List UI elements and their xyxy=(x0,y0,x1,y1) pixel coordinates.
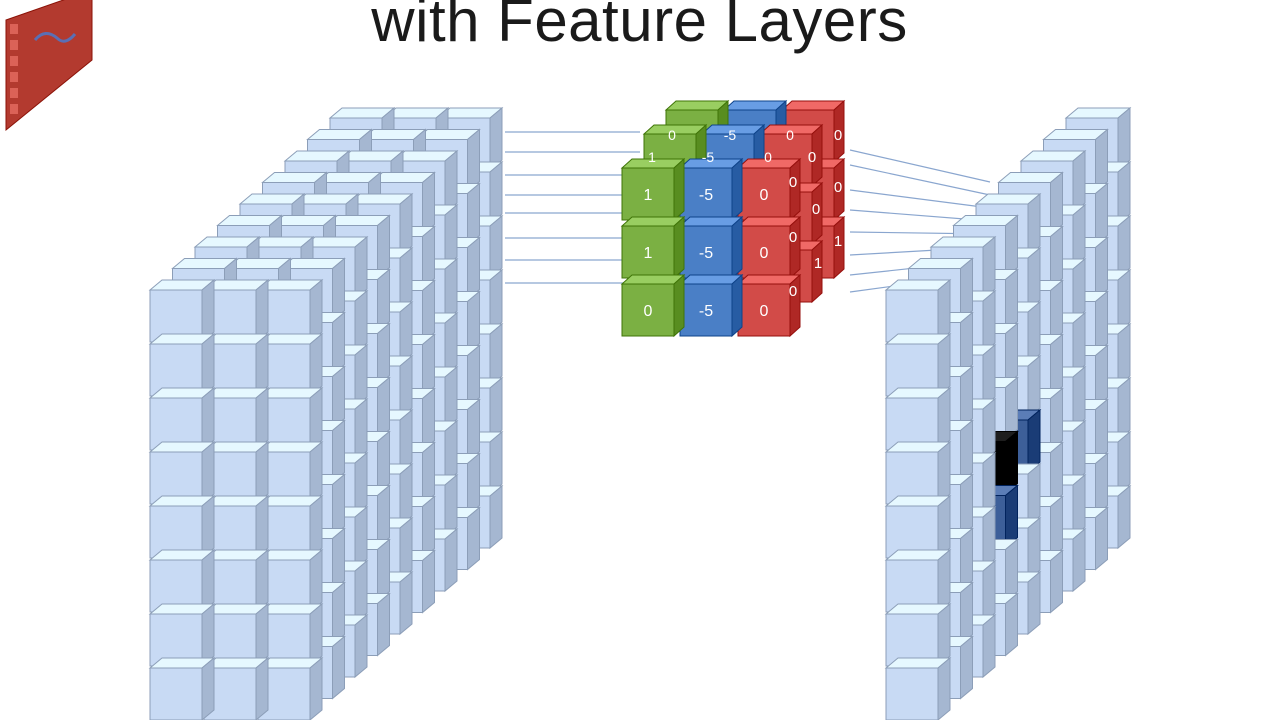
filter-top-value: 0 xyxy=(668,127,676,143)
filter-value: 1 xyxy=(644,245,653,262)
filter-cube: 1 xyxy=(620,215,686,280)
filter-side-value: 0 xyxy=(834,127,842,144)
feature-layer-cube xyxy=(884,656,952,720)
input-layer-stack xyxy=(148,106,504,720)
filter-value: 0 xyxy=(760,187,769,204)
filter-cube: 0 xyxy=(620,273,686,338)
feature-layer-cube xyxy=(884,494,952,560)
filter-cube: -5 xyxy=(678,215,744,280)
input-layer-cube xyxy=(148,494,216,560)
filter-cube: 0 xyxy=(736,215,802,280)
input-layer-cube xyxy=(148,602,216,668)
filter-top-value: -5 xyxy=(702,149,715,165)
filter-value: -5 xyxy=(699,303,713,320)
feature-layer-cube xyxy=(884,602,952,668)
filter-value: -5 xyxy=(699,245,713,262)
filter-value: -5 xyxy=(699,187,713,204)
feature-layer-cube xyxy=(884,278,952,344)
connector-line xyxy=(849,149,991,183)
filter-value: 1 xyxy=(644,187,653,204)
feature-layer-cube xyxy=(884,332,952,398)
filter-cube: 1 xyxy=(620,157,686,222)
input-layer-cube xyxy=(148,332,216,398)
filter-cube: 0 xyxy=(736,157,802,222)
filter-side-value: 1 xyxy=(834,233,842,250)
feature-layer-cube xyxy=(884,548,952,614)
feature-layer-cube xyxy=(884,386,952,452)
filter-cube: -5 xyxy=(678,273,744,338)
filter-cube: 0 xyxy=(736,273,802,338)
input-layer-cube xyxy=(148,656,216,720)
filter-side-value: 0 xyxy=(812,201,820,218)
input-layer-cube xyxy=(148,548,216,614)
input-layer-cube xyxy=(148,440,216,506)
filter-side-value: 0 xyxy=(834,179,842,196)
connector-line xyxy=(849,164,991,196)
filter-top-value: 0 xyxy=(786,127,794,143)
filter-side-value: 0 xyxy=(808,149,816,166)
filter-side-value: 0 xyxy=(789,283,797,300)
input-layer-cube xyxy=(148,278,216,344)
filter-side-value: 0 xyxy=(789,174,797,191)
feature-layer-stack xyxy=(884,106,1132,720)
filter-side-value: 1 xyxy=(814,255,822,272)
filter-top-value: -5 xyxy=(724,127,737,143)
filter-value: 0 xyxy=(644,303,653,320)
filter-top-value: 0 xyxy=(764,149,772,165)
filter-value: 0 xyxy=(760,303,769,320)
slide-title: with Feature Layers xyxy=(371,0,908,54)
slide-logo-icon xyxy=(5,0,93,132)
filter-top-value: 1 xyxy=(648,149,656,165)
filter-value: 0 xyxy=(760,245,769,262)
input-layer-cube xyxy=(256,602,324,668)
filter-side-value: 0 xyxy=(789,229,797,246)
input-layer-cube xyxy=(148,386,216,452)
filter-cube: -5 xyxy=(678,157,744,222)
connector-line xyxy=(849,189,991,209)
feature-layer-cube xyxy=(884,440,952,506)
